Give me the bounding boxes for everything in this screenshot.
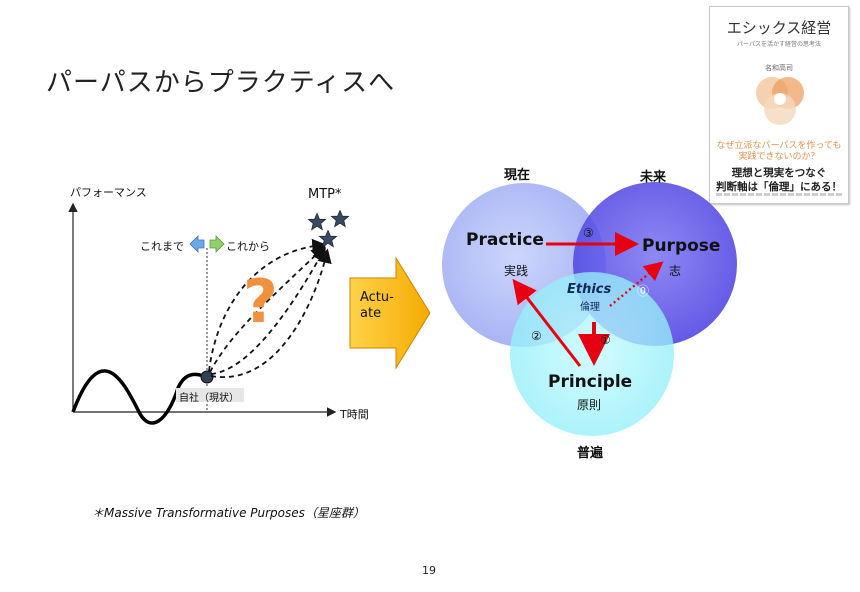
book-line2: 判断軸は「倫理」にある！ bbox=[716, 181, 842, 193]
book-author: 名和高司 bbox=[765, 64, 793, 72]
x-axis-label: T時間 bbox=[340, 408, 369, 421]
future-label: これから bbox=[226, 240, 270, 253]
mtp-label: MTP* bbox=[308, 187, 342, 202]
step-0-badge: ⓪ bbox=[637, 284, 650, 298]
arrow-ethics-to-purpose bbox=[609, 261, 664, 307]
slide-title: パーパスからプラクティスへ bbox=[46, 68, 396, 98]
footnote: ＊Massive Transformative Purposes（星座群） bbox=[92, 506, 365, 520]
principle-jp-label: 原則 bbox=[577, 398, 602, 412]
past-label: これまで bbox=[140, 240, 184, 253]
book-cover: エシックス経営 パーパスを活かす経営の思考法 名和高司 なぜ立派なパーパスを作っ… bbox=[709, 6, 849, 204]
actuate-arrow bbox=[349, 256, 431, 370]
heading-universal: 普遍 bbox=[577, 446, 604, 461]
mtp-stars-icon bbox=[307, 209, 350, 248]
ethics-jp-label: 倫理 bbox=[580, 302, 600, 313]
book-line1: 理想と現実をつなぐ bbox=[731, 167, 827, 179]
arrow-principle-to-practice bbox=[512, 278, 582, 367]
step-2-badge: ② bbox=[531, 329, 542, 343]
practice-jp-label: 実践 bbox=[504, 264, 529, 278]
path-2 bbox=[209, 245, 326, 373]
actuate-line1: Actu- bbox=[360, 290, 394, 305]
question-mark-icon: ? bbox=[243, 267, 278, 337]
step-3-badge: ③ bbox=[583, 226, 594, 240]
actuate-label: Actu- ate bbox=[360, 290, 400, 322]
page-number: 19 bbox=[422, 564, 436, 577]
ethics-label: Ethics bbox=[567, 282, 612, 297]
future-arrow-icon bbox=[209, 235, 225, 253]
book-tagline: なぜ立派なパーパスを作っても実践できないのか？ bbox=[716, 141, 842, 162]
book-title: エシックス経営 bbox=[726, 19, 832, 37]
y-axis-label: パフォーマンス bbox=[70, 186, 147, 199]
purpose-label: Purpose bbox=[642, 236, 721, 256]
heading-present: 現在 bbox=[504, 168, 531, 183]
past-arrow-icon bbox=[189, 235, 205, 253]
path-4 bbox=[210, 248, 332, 379]
purpose-jp-label: 志 bbox=[669, 264, 682, 278]
book-venn-icon bbox=[756, 77, 804, 125]
path-1 bbox=[208, 238, 327, 372]
current-label-box bbox=[176, 388, 244, 402]
practice-label: Practice bbox=[466, 230, 544, 250]
book-fine-print bbox=[716, 193, 842, 196]
past-trajectory bbox=[71, 369, 208, 425]
heading-future: 未来 bbox=[640, 170, 667, 185]
actuate-line2: ate bbox=[360, 306, 382, 321]
book-subtitle: パーパスを活かす経営の思考法 bbox=[737, 41, 821, 48]
current-label: 自社（現状） bbox=[179, 393, 239, 404]
principle-label: Principle bbox=[548, 372, 633, 392]
step-1-badge: ① bbox=[600, 333, 611, 347]
